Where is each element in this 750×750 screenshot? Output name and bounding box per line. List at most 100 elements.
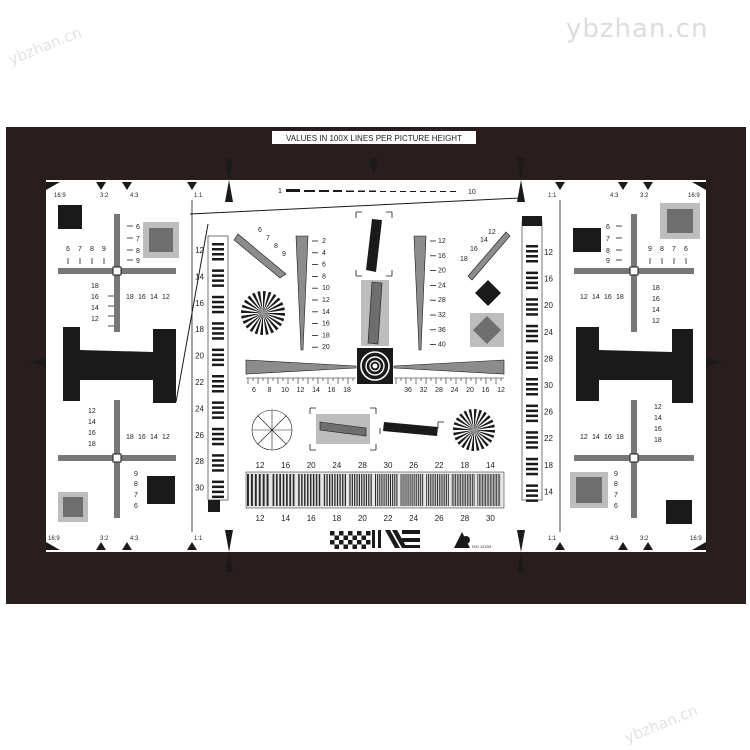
right-col-num-7: 22	[544, 434, 553, 443]
freq-line-9-0	[477, 474, 479, 506]
vwedge-a-num-1: 4	[322, 250, 326, 257]
left-col-bar-2-3	[212, 310, 224, 314]
aspect-label-bot-7: 3:2	[640, 536, 649, 542]
checker-cell-0-2	[339, 531, 344, 536]
star-2-spoke-19	[474, 409, 483, 430]
checker-cell-1-3	[343, 535, 348, 540]
freq-line-6-11	[422, 474, 424, 506]
star-2-spoke-18	[474, 409, 477, 430]
left-col-num-0: 12	[195, 246, 204, 255]
checker-cell-1-7	[361, 535, 366, 540]
aspect-label-top-4: 1:1	[194, 193, 203, 199]
wedge-b-3: 18	[460, 256, 468, 263]
wedge-b	[467, 231, 511, 281]
wedge-b-0: 12	[488, 229, 496, 236]
left-col-bar-6-1	[212, 406, 224, 409]
freq-line-6-5	[410, 474, 412, 506]
checker-cell-2-0	[330, 540, 335, 545]
cross-bl	[58, 400, 176, 522]
freq-line-7-7	[438, 474, 440, 506]
freq-line-4-6	[363, 474, 365, 506]
wedge-a	[233, 233, 287, 279]
freq-line-5-1	[377, 474, 379, 506]
right-col-bar-3-0	[526, 324, 538, 328]
freq-line-3-3	[331, 474, 333, 506]
right-col-bar-0-1	[526, 250, 538, 253]
vwedge-b-num-3: 24	[438, 282, 446, 289]
left-col-num-3: 18	[195, 325, 204, 334]
freq-line-9-1	[478, 474, 480, 506]
star-1-spoke-0	[263, 313, 285, 316]
left-col-bar-9-2	[212, 490, 224, 494]
checker-cell-0-0	[330, 531, 335, 536]
star-2-spoke-16	[463, 410, 474, 430]
right-col-bar-3-1	[526, 329, 538, 333]
tr-left-1: 8	[660, 246, 664, 253]
freq-line-8-8	[465, 474, 467, 506]
tilted-black-bar	[366, 219, 382, 272]
freq-line-0-5	[266, 474, 269, 506]
left-col-bar-7-0	[212, 427, 224, 431]
star-1-spoke-10	[242, 313, 263, 324]
br-lower-3: 6	[614, 503, 618, 510]
freq-line-8-10	[468, 474, 470, 506]
star-1-spoke-15	[247, 295, 263, 313]
freq-line-1-6	[292, 474, 295, 506]
freq-line-3-1	[326, 474, 328, 506]
freq-line-5-7	[389, 474, 392, 506]
right-col-bar-3-2	[526, 334, 538, 338]
freq-line-2-3	[307, 474, 309, 506]
aspect-label-top-1: 16:9	[54, 193, 66, 199]
cross-tl	[58, 205, 179, 332]
hscale-right-num-0: 36	[404, 387, 412, 394]
hscale-left-num-5: 16	[328, 387, 336, 394]
left-col-num-6: 24	[195, 404, 204, 413]
freq-line-6-10	[420, 474, 422, 506]
aspect-label-top-7: 3:2	[640, 193, 649, 199]
br-side-3: 18	[654, 437, 662, 444]
freq-line-7-3	[431, 474, 433, 506]
star-1-spoke-8	[249, 313, 263, 333]
star-1-spoke-17	[257, 291, 263, 313]
star-1-spoke-22	[263, 302, 284, 313]
bl-side-2: 16	[88, 430, 96, 437]
star-1-spoke-12	[241, 310, 263, 313]
freq-bot-num-7: 26	[435, 514, 444, 523]
freq-line-8-9	[466, 474, 468, 506]
gray-diamond	[473, 316, 501, 344]
aspect-label-top-6: 4:3	[610, 193, 619, 199]
freq-line-5-0	[375, 474, 377, 506]
freq-line-4-2	[354, 474, 356, 506]
checker-cell-0-6	[357, 531, 362, 536]
freq-bot-num-0: 12	[256, 514, 265, 523]
freq-line-4-5	[361, 474, 363, 506]
star-2-spoke-22	[474, 419, 494, 430]
wedge-b-1: 14	[480, 237, 488, 244]
right-col-num-9: 14	[544, 487, 553, 496]
left-col-bar-5-1	[212, 380, 224, 383]
freq-line-9-6	[486, 474, 488, 506]
checker-pattern	[330, 531, 371, 549]
vwedge-b-num-5: 32	[438, 312, 446, 319]
left-col-bar-9-3	[212, 495, 224, 499]
right-col-bar-6-1	[526, 409, 538, 413]
checker-cell-3-5	[352, 544, 357, 549]
freq-line-9-4	[483, 474, 485, 506]
right-col-bar-2-2	[526, 308, 538, 311]
freq-line-5-8	[392, 474, 394, 506]
br-side-0: 12	[654, 404, 662, 411]
freq-line-0-3	[258, 474, 261, 506]
freq-line-6-8	[416, 474, 418, 506]
freq-line-5-5	[385, 474, 387, 506]
tr-bottom-3: 18	[616, 294, 624, 301]
left-col-bar-4-2	[212, 358, 224, 362]
header-box	[272, 131, 476, 144]
left-col-num-8: 28	[195, 457, 204, 466]
freq-line-2-4	[309, 474, 312, 506]
freq-top-num-7: 22	[435, 461, 444, 470]
star-1-spoke-3	[263, 313, 279, 331]
tr-right-3: 9	[606, 258, 610, 265]
vwedge-a	[295, 235, 309, 351]
hscale-left-num-2: 10	[281, 387, 289, 394]
tl-side-1: 16	[91, 294, 99, 301]
